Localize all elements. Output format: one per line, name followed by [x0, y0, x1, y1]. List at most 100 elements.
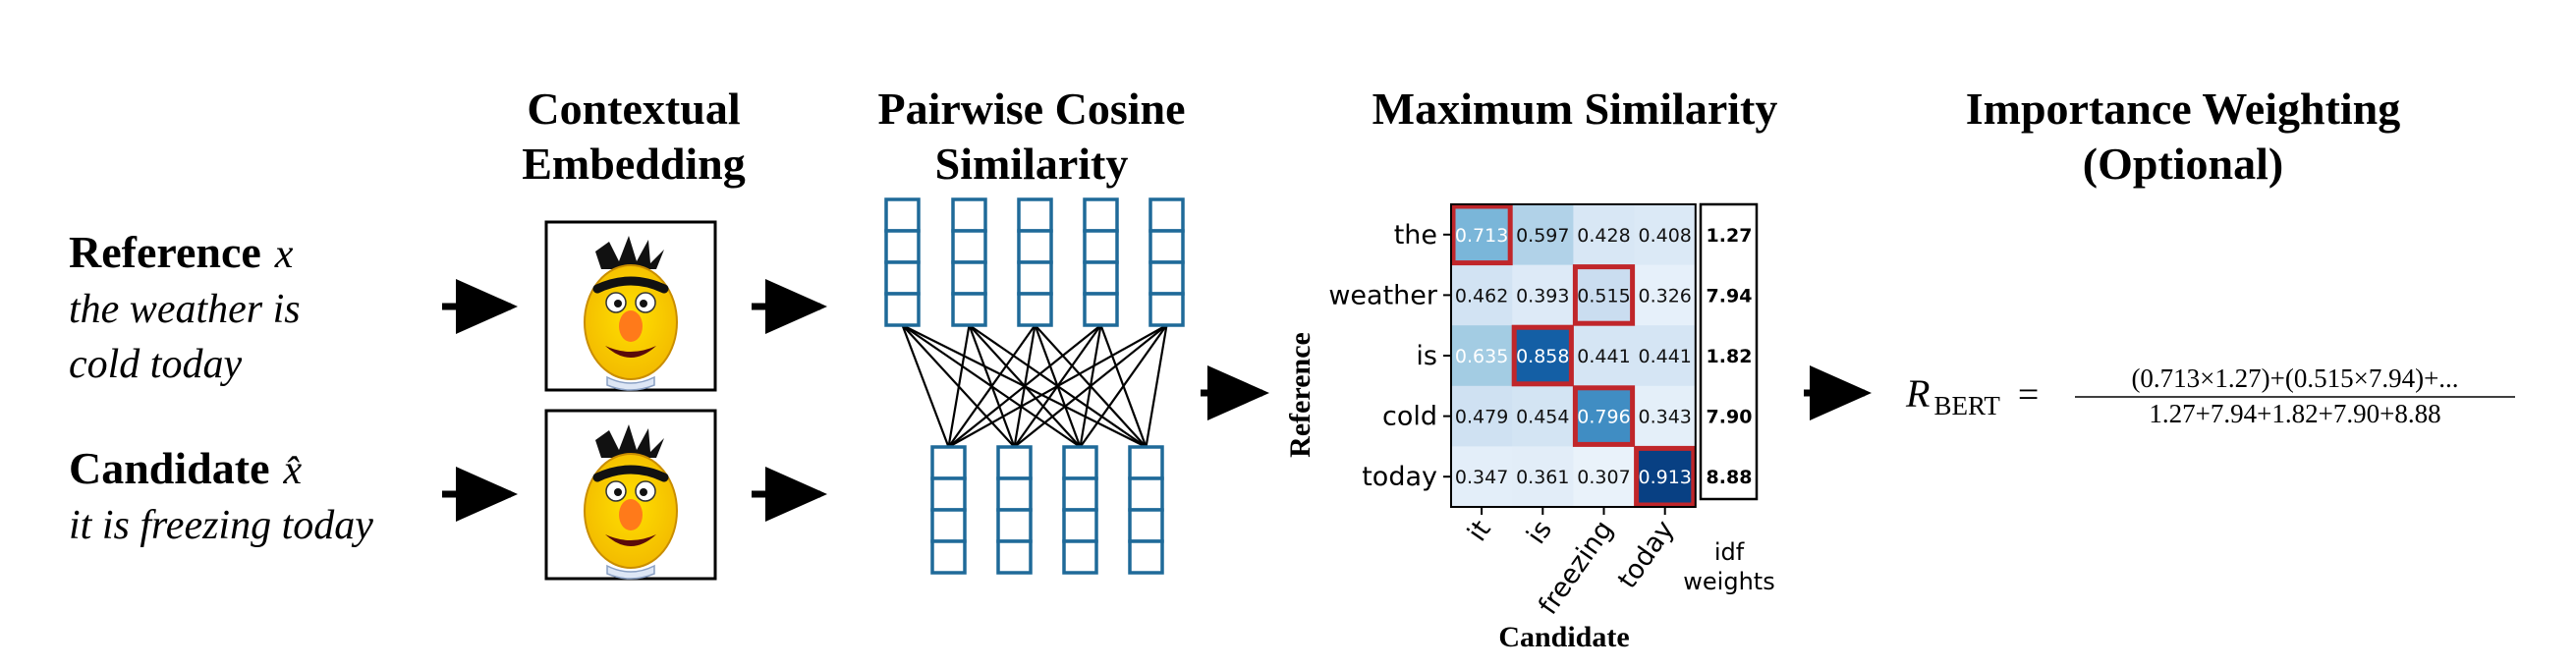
embedding-cell	[996, 445, 1033, 480]
bert-model-bottom	[544, 409, 717, 581]
heatmap-cell	[1451, 446, 1513, 508]
candidate-symbol: x̂	[282, 448, 302, 493]
embedding-cell	[930, 476, 967, 512]
heatmap-cell	[1573, 325, 1636, 387]
max-similarity-highlight	[1572, 264, 1636, 326]
idf-weight-value: 8.88	[1707, 467, 1753, 488]
embedding-cell	[1083, 292, 1119, 327]
formula-lhs: R BERT =	[1905, 371, 2039, 420]
heatmap-cell-value: 0.393	[1516, 285, 1569, 307]
heatmap-cell-value: 0.858	[1516, 346, 1569, 367]
max-similarity-highlight	[1572, 385, 1636, 447]
reference-token-embedding	[1017, 197, 1053, 327]
cosine-connection-line	[947, 324, 1168, 448]
embedding-cell	[996, 508, 1033, 543]
title-contextual-line2: Embedding	[522, 139, 746, 189]
embedding-cell	[1128, 476, 1164, 512]
cosine-connection-line	[1013, 324, 1168, 448]
idf-weight-value: 7.90	[1707, 407, 1753, 428]
reference-sentence-line1: the weather is	[69, 287, 301, 332]
heatmap-cell	[1512, 325, 1574, 387]
heatmap-cell	[1634, 446, 1697, 508]
embedding-cell	[996, 476, 1033, 512]
heatmap-cell	[1451, 264, 1513, 326]
heatmap-cell	[1512, 446, 1574, 508]
bert-model-top	[544, 220, 717, 392]
candidate-heading: Candidate x̂	[69, 443, 302, 493]
candidate-block: Candidate x̂ it is freezing today	[69, 443, 373, 548]
heatmap-cell	[1634, 264, 1697, 326]
heatmap-cell-value: 0.326	[1638, 285, 1691, 307]
cosine-connection-line	[947, 324, 971, 448]
heatmap-cell-value: 0.597	[1516, 225, 1569, 247]
idf-weight-value: 1.27	[1707, 225, 1753, 247]
reference-symbol: x	[274, 232, 294, 277]
cosine-connection-line	[1079, 324, 1168, 448]
title-pairwise-cosine: Pairwise Cosine Similarity	[877, 84, 1185, 189]
heatmap-cell-value: 0.796	[1577, 407, 1630, 428]
formula-subscript: BERT	[1933, 391, 2000, 420]
heatmap-row-label: the	[1394, 220, 1437, 251]
heatmap-row-label: weather	[1328, 280, 1438, 310]
heatmap-cell	[1451, 325, 1513, 387]
cosine-connection-line	[1145, 324, 1168, 448]
embedding-cell	[951, 260, 987, 296]
embedding-cell	[996, 539, 1033, 575]
embedding-cell	[951, 197, 987, 233]
embedding-cell	[1083, 229, 1119, 264]
reference-label: Reference	[69, 227, 261, 277]
embedding-cell	[1128, 508, 1164, 543]
max-similarity-highlight	[1511, 324, 1574, 387]
embedding-cell	[1148, 292, 1185, 327]
embedding-cell	[1062, 508, 1098, 543]
reference-token-embedding	[951, 197, 987, 327]
embedding-cell	[1083, 197, 1119, 233]
idf-label-line1: idf	[1714, 538, 1745, 566]
embedding-cell	[951, 292, 987, 327]
embedding-cell	[1017, 292, 1053, 327]
candidate-token-embedding	[1128, 445, 1164, 575]
bert-face-icon	[584, 236, 678, 391]
embedding-cell	[1017, 197, 1053, 233]
title-pairwise-line1: Pairwise Cosine	[877, 84, 1185, 134]
heatmap-cell	[1573, 385, 1636, 447]
heatmap-cell	[1451, 385, 1513, 447]
embedding-cell	[1017, 229, 1053, 264]
pairwise-embeddings	[884, 197, 1185, 575]
embedding-cell	[1062, 539, 1098, 575]
cosine-connection-line	[947, 324, 1036, 448]
heatmap-cell-value: 0.454	[1516, 407, 1569, 428]
candidate-label: Candidate	[69, 443, 269, 493]
heatmap-cell	[1573, 204, 1636, 266]
heatmap-cell-value: 0.635	[1455, 346, 1508, 367]
embedding-cell	[1083, 260, 1119, 296]
embedding-cell	[1062, 476, 1098, 512]
reference-heading: Reference x	[69, 227, 294, 277]
bertscore-formula: R BERT = (0.713×1.27)+(0.515×7.94)+... 1…	[1905, 363, 2515, 428]
formula-numerator: (0.713×1.27)+(0.515×7.94)+...	[2131, 363, 2458, 393]
heatmap-cell	[1512, 264, 1574, 326]
reference-block: Reference x the weather is cold today	[69, 227, 301, 387]
title-contextual-line1: Contextual	[527, 84, 740, 134]
cosine-connection-line	[901, 324, 950, 448]
reference-token-embedding	[1083, 197, 1119, 327]
max-similarity-highlight	[1634, 445, 1697, 508]
heatmap-cell-value: 0.428	[1577, 225, 1630, 247]
bert-face-icon	[584, 424, 678, 580]
embedding-cell	[1148, 229, 1185, 264]
max-similarity-highlight	[1450, 203, 1513, 266]
heatmap-col-label: is	[1521, 515, 1558, 549]
embedding-cell	[951, 229, 987, 264]
idf-weights: 1.277.941.827.908.88	[1707, 225, 1753, 488]
heatmap-cell-value: 0.713	[1455, 225, 1508, 247]
heatmap-xlabel: Candidate	[1498, 621, 1629, 653]
candidate-token-embedding	[930, 445, 967, 575]
idf-weight-value: 1.82	[1707, 346, 1753, 367]
reference-sentence-line2: cold today	[69, 342, 242, 387]
candidate-sentence: it is freezing today	[69, 503, 373, 548]
heatmap-cell	[1634, 325, 1697, 387]
heatmap-cell-value: 0.515	[1577, 285, 1630, 307]
reference-token-embedding	[1148, 197, 1185, 327]
cosine-connection-line	[947, 324, 1102, 448]
